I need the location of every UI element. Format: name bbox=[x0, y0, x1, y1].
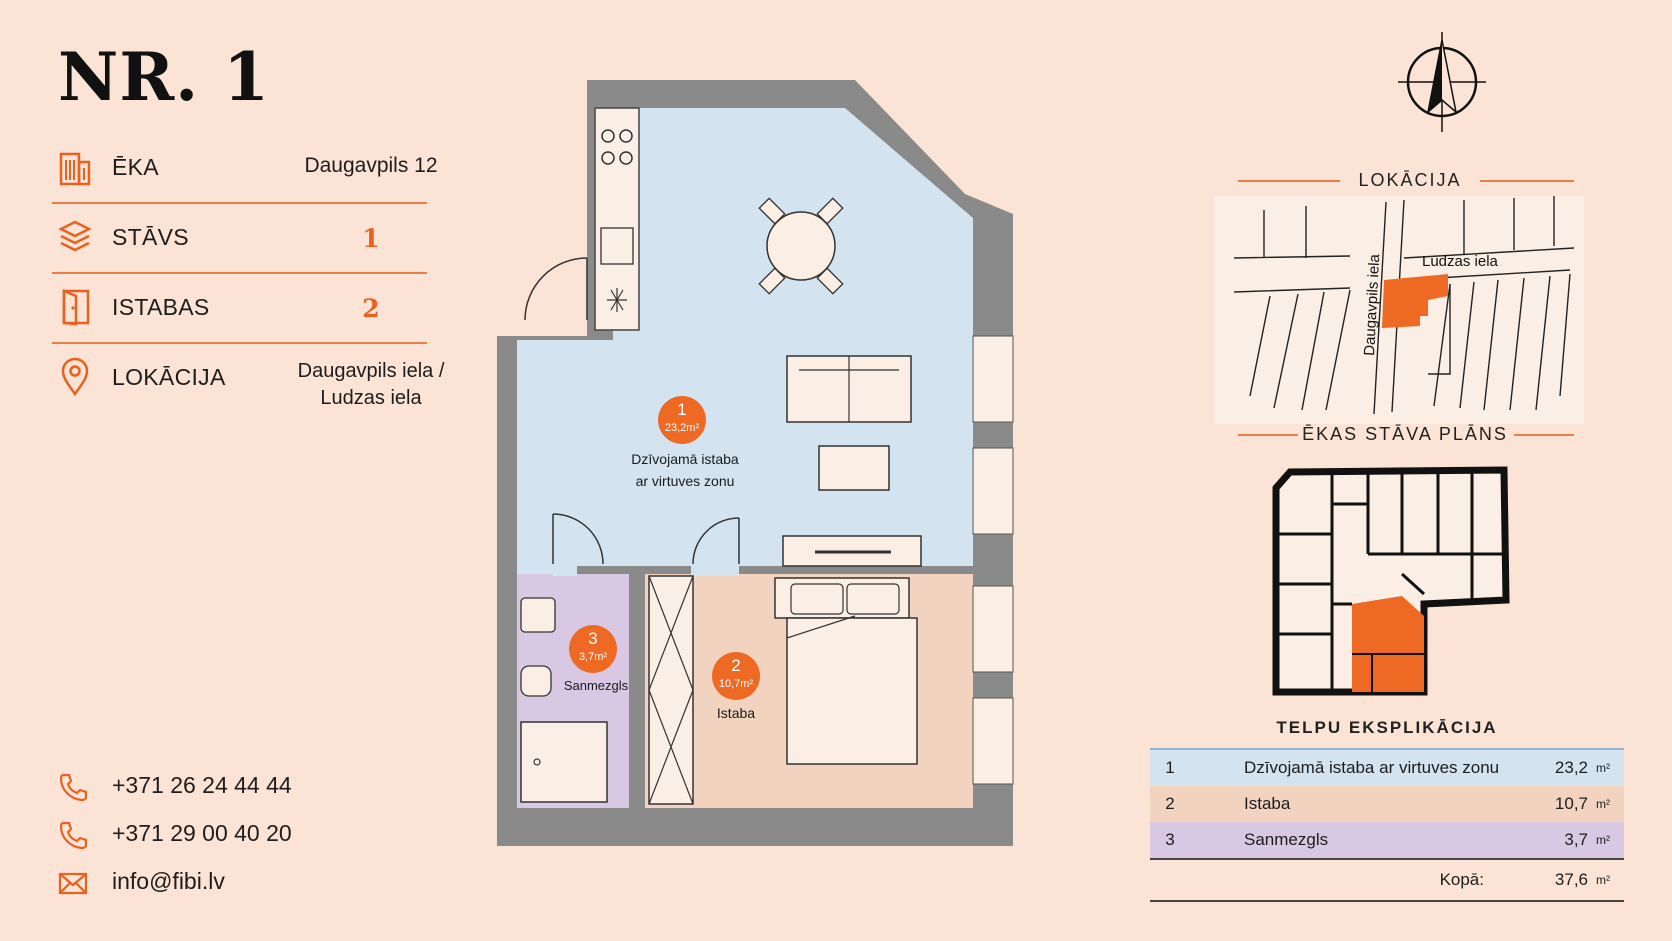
info-row-floor: STĀVS 1 bbox=[52, 202, 427, 274]
room-name-line1: Dzīvojamā istaba bbox=[631, 451, 739, 467]
room-name-line2: ar virtuves zonu bbox=[635, 473, 735, 489]
location-pin-icon bbox=[61, 357, 89, 396]
table-row: 1 Dzīvojamā istaba ar virtuves zonu 23,2… bbox=[1150, 748, 1624, 786]
room-badge-3: 3 3,7m² bbox=[569, 625, 617, 673]
room-number: 3 bbox=[588, 629, 598, 648]
row-unit: m² bbox=[1588, 786, 1624, 822]
info-label: LOKĀCIJA bbox=[112, 364, 226, 390]
info-label: ĒKA bbox=[112, 154, 159, 180]
room-number: 1 bbox=[677, 400, 687, 419]
phone-icon bbox=[59, 773, 88, 802]
row-area: 10,7 bbox=[1504, 786, 1588, 822]
row-name: Dzīvojamā istaba ar virtuves zonu bbox=[1190, 748, 1504, 786]
building-floor-plan bbox=[1272, 466, 1510, 696]
row-unit: m² bbox=[1588, 822, 1624, 859]
location-map: Ludzas iela Daugavpils iela bbox=[1214, 196, 1584, 424]
phone-number: +371 29 00 40 20 bbox=[112, 820, 292, 846]
info-label: ISTABAS bbox=[112, 294, 210, 320]
row-unit: m² bbox=[1588, 748, 1624, 786]
info-value-location: Daugavpils iela / Ludzas iela bbox=[286, 358, 456, 412]
phone-icon bbox=[59, 821, 88, 850]
row-number: 2 bbox=[1150, 786, 1190, 822]
layers-icon bbox=[58, 220, 92, 252]
door-icon bbox=[62, 289, 90, 326]
street-label-daugavpils: Daugavpils iela bbox=[1361, 253, 1383, 356]
row-area: 3,7 bbox=[1504, 822, 1588, 859]
explication-heading: TELPU EKSPLIKĀCIJA bbox=[1276, 718, 1498, 737]
room-area: 23,2m² bbox=[664, 422, 700, 434]
location-line-1: Daugavpils iela / bbox=[297, 360, 445, 382]
room-label-3: Sanmezgls bbox=[563, 678, 629, 693]
info-value: 2 bbox=[362, 294, 380, 323]
row-number: 1 bbox=[1150, 748, 1190, 786]
info-row-building: ĒKA Daugavpils 12 bbox=[52, 132, 438, 204]
total-unit: m² bbox=[1588, 858, 1624, 902]
info-row-location: LOKĀCIJA Daugavpils iela / Ludzas iela bbox=[52, 342, 444, 422]
street-label-ludzas: Ludzas iela bbox=[1422, 253, 1499, 270]
phone-number: +371 26 24 44 44 bbox=[112, 772, 292, 798]
total-label: Kopā: bbox=[1190, 858, 1504, 902]
room-area: 3,7m² bbox=[578, 651, 608, 663]
room-label-2: Istaba bbox=[716, 705, 756, 721]
room-badge-2: 2 10,7m² bbox=[712, 652, 760, 700]
row-name: Istaba bbox=[1190, 786, 1504, 822]
info-label: STĀVS bbox=[112, 224, 189, 250]
apartment-floor-plan bbox=[497, 80, 1014, 846]
row-number: 3 bbox=[1150, 822, 1190, 859]
room-label-1: Dzīvojamā istaba ar virtuves zonu bbox=[610, 448, 760, 492]
table-row: 2 Istaba 10,7 m² bbox=[1150, 786, 1624, 822]
info-value: Daugavpils 12 bbox=[304, 154, 438, 177]
info-row-rooms: ISTABAS 2 bbox=[52, 272, 427, 344]
mail-icon bbox=[58, 872, 88, 895]
compass-icon bbox=[1398, 32, 1486, 132]
room-area: 10,7m² bbox=[718, 678, 754, 690]
page-title: NR. 1 bbox=[58, 38, 271, 116]
room-number: 2 bbox=[731, 656, 741, 675]
row-area: 23,2 bbox=[1504, 748, 1588, 786]
location-line-2: Ludzas iela bbox=[320, 387, 422, 409]
info-value: 1 bbox=[362, 224, 380, 253]
location-heading: LOKĀCIJA bbox=[1358, 170, 1462, 190]
table-row: 3 Sanmezgls 3,7 m² bbox=[1150, 822, 1624, 859]
total-row: Kopā: 37,6 m² bbox=[1150, 858, 1624, 902]
floor-plan-heading: ĒKAS STĀVA PLĀNS bbox=[1302, 424, 1508, 444]
room-badge-1: 1 23,2m² bbox=[658, 396, 706, 444]
row-name: Sanmezgls bbox=[1190, 822, 1504, 859]
explication-table: 1 Dzīvojamā istaba ar virtuves zonu 23,2… bbox=[1150, 748, 1624, 902]
total-value: 37,6 bbox=[1504, 858, 1588, 902]
building-icon bbox=[59, 152, 91, 186]
email-address: info@fibi.lv bbox=[112, 868, 225, 894]
